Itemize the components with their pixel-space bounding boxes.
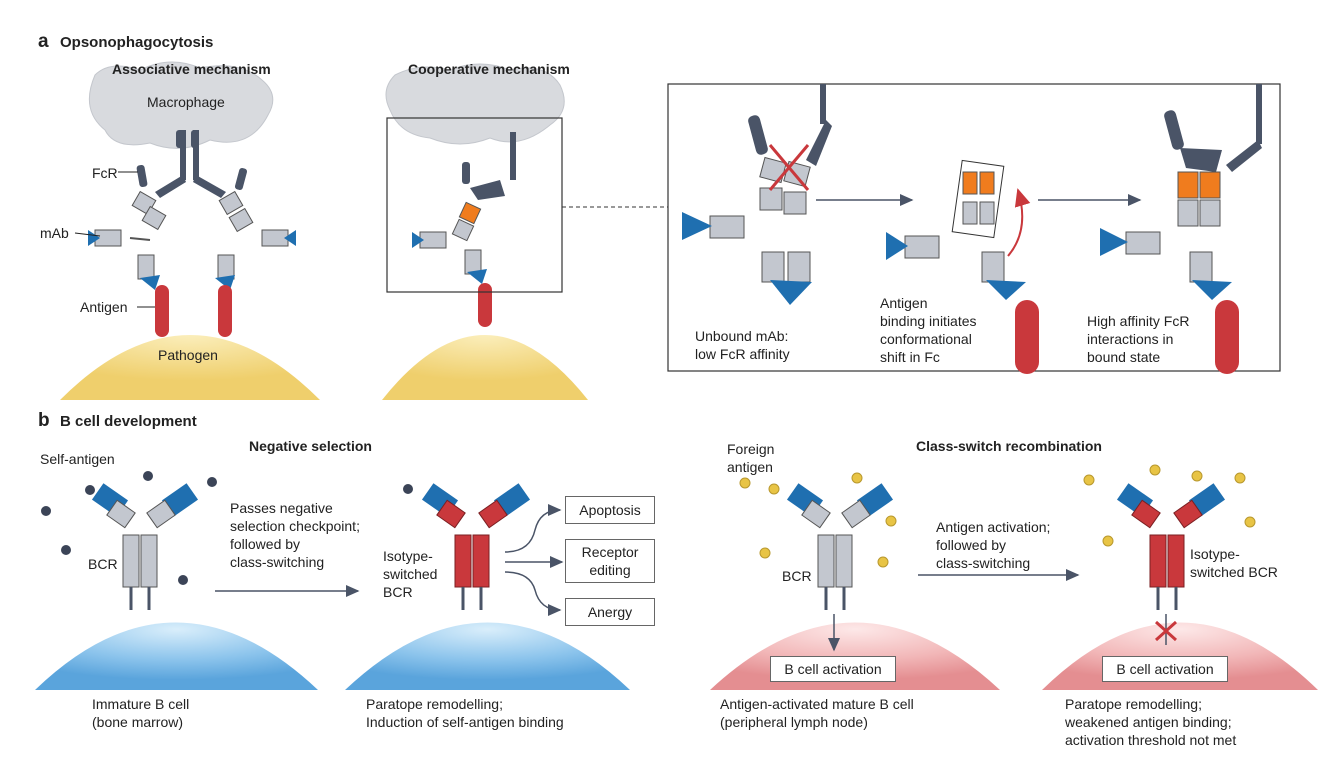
blocked-signal-cross xyxy=(1154,620,1178,642)
label-bcr-right: BCR xyxy=(782,568,812,584)
label-antigen: Antigen xyxy=(80,299,128,315)
caption-paratope-right-2: weakened antigen binding; xyxy=(1065,714,1232,730)
label-mab: mAb xyxy=(40,225,69,241)
caption-immature-1: Immature B cell xyxy=(92,696,190,712)
label-isotype-right-2: switched BCR xyxy=(1190,564,1278,580)
negative-selection-title: Negative selection xyxy=(249,438,372,454)
label-macrophage: Macrophage xyxy=(147,94,225,110)
associative-title: Associative mechanism xyxy=(112,61,271,77)
label-self-antigen: Self-antigen xyxy=(40,451,115,467)
antigen-left-1 xyxy=(155,285,169,337)
label-isotype-2: switched xyxy=(383,566,438,582)
label-bcr-left: BCR xyxy=(88,556,118,572)
caption-shift-2: binding initiates xyxy=(880,313,977,329)
box-apoptosis: Apoptosis xyxy=(565,496,655,524)
macrophage-left xyxy=(88,61,274,149)
box-b-cell-activation-2: B cell activation xyxy=(1102,656,1228,682)
foreign-antigen-dots xyxy=(739,464,1256,568)
caption-paratope-right-3: activation threshold not met xyxy=(1065,732,1237,748)
label-foreign-2: antigen xyxy=(727,459,773,475)
caption-high-1: High affinity FcR xyxy=(1087,313,1190,329)
caption-high-2: interactions in xyxy=(1087,331,1174,347)
caption-shift-4: shift in Fc xyxy=(880,349,940,365)
block-cross xyxy=(768,144,810,191)
panel-b-title: B cell development xyxy=(60,413,197,430)
label-activation-1: Antigen activation; xyxy=(936,519,1051,535)
caption-mature-1: Antigen-activated mature B cell xyxy=(720,696,914,712)
caption-immature-2: (bone marrow) xyxy=(92,714,184,730)
label-isotype-3: BCR xyxy=(383,584,413,600)
caption-paratope-right-1: Paratope remodelling; xyxy=(1065,696,1202,712)
zoom-unbound-antibody xyxy=(682,84,832,305)
pathogen-right xyxy=(382,335,588,400)
caption-paratope-left-2: Induction of self-antigen binding xyxy=(366,714,564,730)
label-isotype-1: Isotype- xyxy=(383,548,433,564)
antigen-left-2 xyxy=(218,285,232,337)
pathogen-left xyxy=(60,335,320,400)
caption-high-3: bound state xyxy=(1087,349,1161,365)
label-passes-3: followed by xyxy=(230,536,301,552)
fcr-receptors-left xyxy=(136,130,248,198)
label-passes-4: class-switching xyxy=(230,554,325,570)
label-foreign-1: Foreign xyxy=(727,441,775,457)
bcr-mature xyxy=(786,483,894,610)
cell-switched-left xyxy=(345,622,630,690)
box-b-cell-activation-1: B cell activation xyxy=(770,656,896,682)
antibody-left-1 xyxy=(88,190,167,290)
label-pathogen: Pathogen xyxy=(158,347,218,363)
box-anergy: Anergy xyxy=(565,598,655,626)
panel-a-title: Opsonophagocytosis xyxy=(60,34,214,51)
zoom-antigen-1 xyxy=(1015,300,1039,374)
zoom-source-box xyxy=(386,117,563,293)
label-isotype-right-1: Isotype- xyxy=(1190,546,1240,562)
macrophage-right xyxy=(385,63,565,145)
caption-unbound-2: low FcR affinity xyxy=(695,346,790,362)
zoom-shift-antibody xyxy=(886,159,1031,300)
zoom-antigen-2 xyxy=(1215,300,1239,374)
panel-b-letter: b xyxy=(38,410,50,431)
self-antigen-dots xyxy=(41,471,413,585)
antibody-cooperative xyxy=(412,132,516,284)
label-passes-2: selection checkpoint; xyxy=(230,518,360,534)
bcr-switched-right xyxy=(1116,483,1226,610)
panel-a-letter: a xyxy=(38,31,49,52)
antibody-left-2 xyxy=(215,190,296,290)
csr-title: Class-switch recombination xyxy=(916,438,1102,454)
label-passes-1: Passes negative xyxy=(230,500,333,516)
caption-shift-3: conformational xyxy=(880,331,972,347)
caption-paratope-left-1: Paratope remodelling; xyxy=(366,696,503,712)
caption-unbound-1: Unbound mAb: xyxy=(695,328,789,344)
arrow-apoptosis xyxy=(504,504,562,553)
label-activation-2: followed by xyxy=(936,537,1007,553)
cooperative-title: Cooperative mechanism xyxy=(408,61,570,77)
bcr-switched-left xyxy=(421,483,531,610)
cell-immature xyxy=(35,622,318,690)
arrow-anergy xyxy=(504,571,562,616)
antigen-cooperative xyxy=(478,283,492,327)
caption-shift-1: Antigen xyxy=(880,295,928,311)
bcr-immature xyxy=(91,483,199,610)
zoom-bound-antibody xyxy=(1100,84,1262,300)
label-fcr: FcR xyxy=(92,165,118,181)
caption-mature-2: (peripheral lymph node) xyxy=(720,714,868,730)
label-activation-3: class-switching xyxy=(936,555,1031,571)
